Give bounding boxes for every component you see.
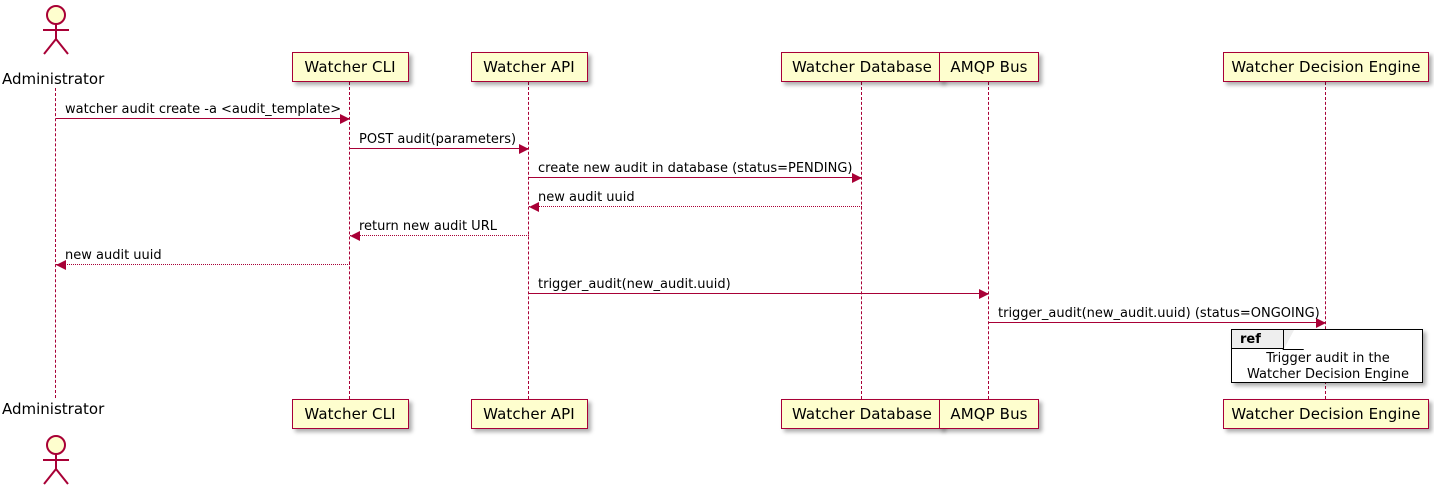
message-label-2: POST audit(parameters) — [359, 132, 517, 147]
actor-label-administrator: Administrator — [1, 70, 105, 88]
actor-label-administrator: Administrator — [1, 400, 105, 418]
message-line-6 — [56, 264, 350, 265]
message-line-3 — [529, 177, 862, 178]
message-arrowhead-2 — [519, 143, 529, 154]
lifeline-watcher-cli — [349, 82, 351, 399]
participant-bottom-amqp-bus[interactable]: AMQP Bus — [939, 399, 1039, 429]
participant-bottom-watcher-decision-engine[interactable]: Watcher Decision Engine — [1222, 399, 1430, 429]
message-line-1 — [56, 118, 350, 119]
actor-figure-administrator — [43, 435, 69, 485]
message-label-7: trigger_audit(new_audit.uuid) — [538, 277, 731, 292]
message-arrowhead-7 — [979, 288, 989, 299]
message-arrowhead-3 — [852, 172, 862, 183]
actor-figure-administrator — [43, 5, 69, 55]
participant-top-watcher-decision-engine[interactable]: Watcher Decision Engine — [1222, 52, 1430, 82]
lifeline-watcher-decision-engine — [1325, 82, 1327, 399]
message-arrowhead-4 — [529, 201, 539, 212]
participant-top-watcher-database[interactable]: Watcher Database — [781, 52, 943, 82]
ref-fragment-tab-label: ref — [1232, 330, 1284, 349]
message-line-8 — [989, 322, 1326, 323]
ref-fragment-tab-notch — [1284, 330, 1294, 349]
message-label-1: watcher audit create -a <audit_template> — [65, 102, 342, 117]
ref-fragment-body: Trigger audit in the Watcher Decision En… — [1247, 351, 1409, 382]
lifeline-amqp-bus — [988, 82, 990, 399]
message-label-3: create new audit in database (status=PEN… — [538, 161, 853, 176]
message-line-4 — [529, 206, 862, 207]
participant-bottom-watcher-cli[interactable]: Watcher CLI — [291, 399, 409, 429]
message-label-5: return new audit URL — [359, 219, 497, 234]
message-label-6: new audit uuid — [65, 248, 162, 263]
message-label-8: trigger_audit(new_audit.uuid) (status=ON… — [998, 306, 1320, 321]
message-arrowhead-1 — [340, 113, 350, 124]
message-line-5 — [350, 235, 529, 236]
lifeline-administrator — [55, 88, 57, 398]
participant-bottom-watcher-database[interactable]: Watcher Database — [781, 399, 943, 429]
message-line-2 — [350, 148, 529, 149]
lifeline-watcher-api — [528, 82, 530, 399]
message-arrowhead-8 — [1316, 317, 1326, 328]
lifeline-watcher-database — [861, 82, 863, 399]
message-arrowhead-5 — [350, 230, 360, 241]
participant-top-watcher-api[interactable]: Watcher API — [470, 52, 588, 82]
participant-top-amqp-bus[interactable]: AMQP Bus — [939, 52, 1039, 82]
participant-top-watcher-cli[interactable]: Watcher CLI — [291, 52, 409, 82]
participant-bottom-watcher-api[interactable]: Watcher API — [470, 399, 588, 429]
message-arrowhead-6 — [56, 259, 66, 270]
message-line-7 — [529, 293, 989, 294]
message-label-4: new audit uuid — [538, 190, 635, 205]
